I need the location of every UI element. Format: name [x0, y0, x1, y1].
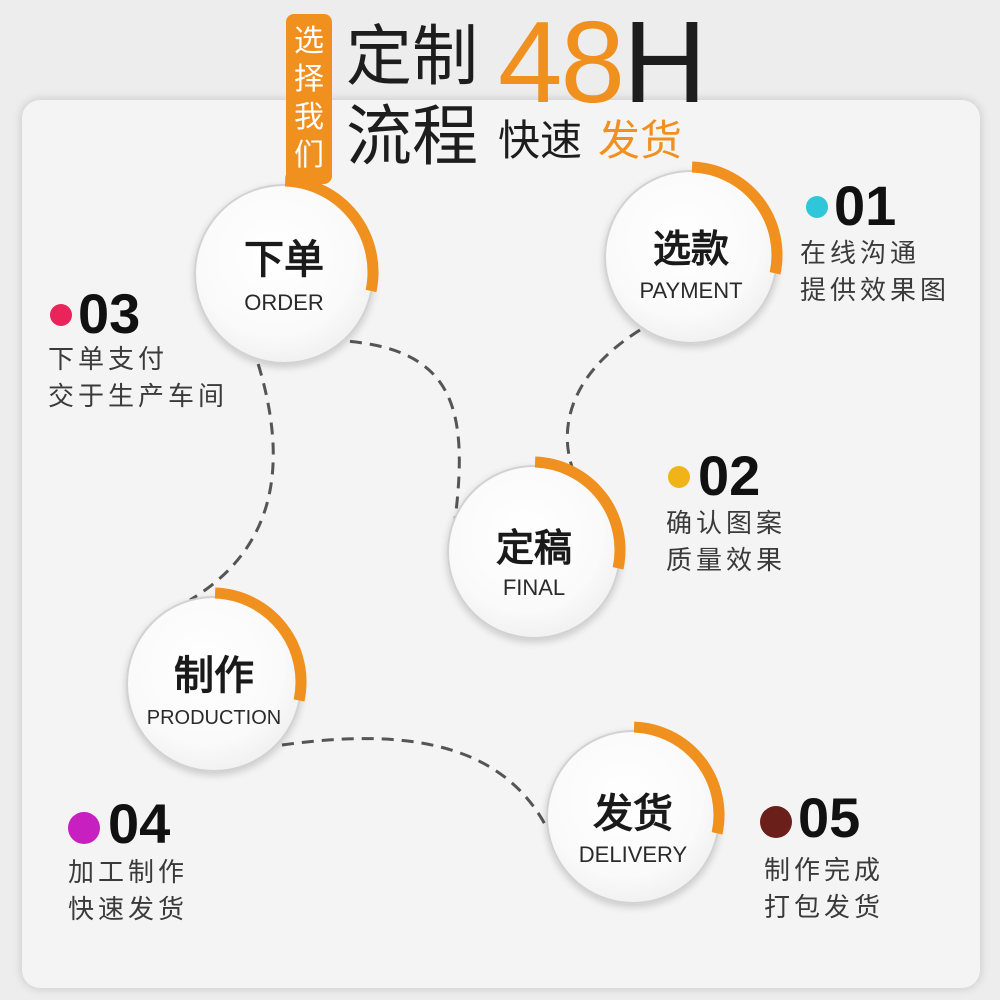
- step-final-circle[interactable]: 定稿 FINAL: [447, 465, 621, 639]
- title-custom: 定制: [346, 18, 478, 95]
- title-48h: 48H: [498, 4, 707, 120]
- step-05-dot: [760, 806, 792, 838]
- step-05-desc-line1: 制作完成: [764, 856, 885, 886]
- hours-number: 48: [498, 0, 625, 127]
- step-final-subtitle: FINAL: [502, 575, 566, 600]
- step-delivery-title: 发货: [593, 791, 673, 837]
- step-order-subtitle: ORDER: [244, 290, 324, 315]
- step-delivery-subtitle: DELIVERY: [578, 842, 688, 867]
- title-process: 流程: [346, 98, 478, 175]
- connector-production-delivery: [281, 737, 550, 831]
- step-01-desc-line1: 在线沟通: [800, 239, 921, 269]
- connector-payment-final: [565, 328, 641, 476]
- step-order-title: 下单: [244, 237, 324, 283]
- step-02-dot: [668, 466, 690, 488]
- step-final-title: 定稿: [495, 526, 572, 570]
- badge-char: 我: [294, 100, 324, 135]
- step-order-circle[interactable]: 下单 ORDER: [194, 184, 374, 364]
- title-fast: 快速: [498, 116, 583, 165]
- connector-order-production: [189, 344, 275, 602]
- step-04-number: 04: [108, 792, 171, 855]
- badge-char: 选: [294, 24, 324, 59]
- arc-payment: [691, 161, 783, 275]
- step-03-dot: [50, 304, 72, 326]
- step-delivery-circle[interactable]: 发货 DELIVERY: [546, 730, 720, 904]
- arc-order: [284, 175, 379, 293]
- step-03-number: 03: [78, 282, 141, 345]
- badge-char: 择: [294, 62, 324, 97]
- step-02-desc-line1: 确认图案: [666, 509, 787, 539]
- step-production-circle[interactable]: 制作 PRODUCTION: [126, 596, 302, 772]
- step-02-desc-line2: 质量效果: [666, 546, 787, 576]
- arc-delivery: [633, 721, 725, 835]
- connector-order-final: [329, 338, 461, 521]
- step-03-desc-line1: 下单支付: [48, 345, 169, 375]
- step-payment-subtitle: PAYMENT: [639, 278, 743, 303]
- hours-unit: H: [623, 0, 707, 127]
- step-02-number: 02: [698, 444, 761, 507]
- step-01-desc-line2: 提供效果图: [800, 276, 951, 306]
- step-05-number: 05: [798, 786, 861, 849]
- arc-production: [214, 587, 307, 702]
- step-production-subtitle: PRODUCTION: [146, 707, 282, 729]
- step-04-desc-line2: 快速发货: [68, 895, 189, 925]
- step-04-desc-line1: 加工制作: [68, 858, 189, 888]
- title-ship: 发货: [598, 116, 683, 165]
- choose-us-badge: 选 择 我 们: [286, 14, 332, 184]
- step-05-desc-line2: 打包发货: [764, 893, 885, 923]
- step-production-title: 制作: [174, 653, 254, 699]
- step-payment-circle[interactable]: 选款 PAYMENT: [604, 170, 778, 344]
- step-04-dot: [68, 812, 100, 844]
- badge-char: 们: [294, 138, 324, 173]
- step-payment-title: 选款: [652, 227, 729, 271]
- step-01-number: 01: [834, 174, 897, 237]
- arc-final: [534, 456, 626, 570]
- step-01-dot: [806, 196, 828, 218]
- step-03-desc-line2: 交于生产车间: [48, 382, 229, 412]
